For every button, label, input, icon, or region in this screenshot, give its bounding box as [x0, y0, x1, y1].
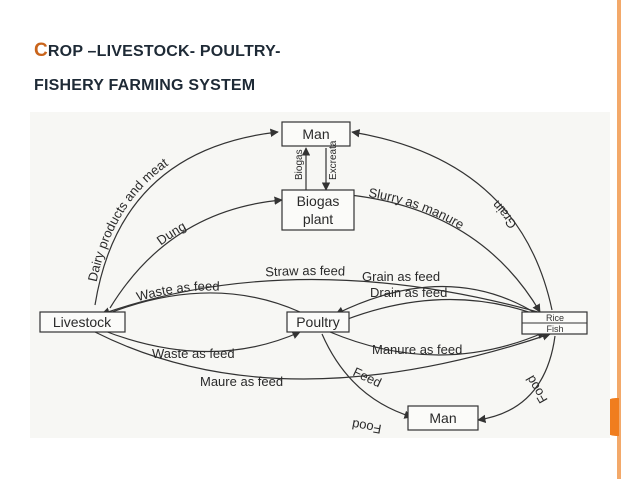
edge-label-excreta: Excreata: [328, 140, 339, 180]
edge-label-grain: Grain: [489, 198, 520, 232]
node-rice-fish: Rice Fish: [521, 311, 588, 335]
connectors: [94, 128, 556, 424]
edge-label-waste-top: Waste as feed: [135, 278, 220, 304]
arrow-poultry-to-ricefish-drain: [344, 298, 546, 321]
node-fish-label: Fish: [546, 324, 563, 334]
edge-label-dairy: Dairy products and meat: [85, 155, 171, 283]
edge-label-feed: Feed: [351, 364, 384, 390]
edge-label-drain-feed: Drain as feed: [370, 285, 447, 300]
node-livestock: Livestock: [39, 311, 126, 333]
slide-title-line-1: CROP –LIVESTOCK- POULTRY-: [34, 34, 454, 69]
arrow-poultry-to-man: [321, 333, 413, 419]
node-man-top-label: Man: [302, 126, 329, 142]
edge-label-waste-top-text: Waste as feed: [135, 278, 220, 304]
edge-label-slurry-text: Slurry as manure: [368, 185, 467, 232]
arrow-livestock-to-man: [94, 128, 279, 306]
node-poultry-label: Poultry: [296, 314, 340, 330]
node-man-top: Man: [281, 121, 351, 147]
arrow-biogas-to-ricefish: [349, 194, 541, 313]
edge-label-manure: Manure as feed: [372, 342, 462, 357]
edge-label-grain-text: Grain: [489, 198, 520, 232]
arrow-grain-to-poultry: [335, 285, 541, 317]
slide-title: CROP –LIVESTOCK- POULTRY- FISHERY FARMIN…: [34, 34, 454, 103]
edge-label-straw-text: Straw as feed: [265, 263, 346, 280]
edge-label-food-right: Food: [523, 373, 551, 406]
node-livestock-label: Livestock: [53, 314, 112, 330]
arrow-livestock-to-biogas: [109, 196, 283, 309]
arrow-straw-to-livestock: [101, 278, 546, 316]
edge-label-maure: Maure as feed: [200, 374, 283, 389]
node-biogas-label-1: Biogas: [297, 193, 340, 209]
title-line-1-text: ROP –LIVESTOCK- POULTRY-: [47, 43, 281, 60]
edge-label-food-left: Food: [351, 417, 383, 437]
arrow-livestock-to-poultry: [101, 329, 301, 353]
arrow-ricefish-to-man: [351, 129, 553, 311]
edge-label-slurry: Slurry as manure: [368, 185, 467, 232]
node-poultry: Poultry: [286, 311, 350, 333]
edge-label-waste-bottom: Waste as feed: [152, 346, 235, 361]
edge-label-dairy-text: Dairy products and meat: [85, 155, 171, 283]
slide-border-decoration: [617, 0, 621, 479]
edge-label-dung: Dung: [154, 218, 189, 248]
node-man-bottom: Man: [407, 405, 479, 431]
node-biogas-label-2: plant: [303, 211, 333, 227]
slide-title-line-2: FISHERY FARMING SYSTEM: [34, 77, 256, 94]
node-biogas-plant: Biogas plant: [281, 189, 355, 231]
node-man-bottom-label: Man: [429, 410, 456, 426]
node-rice-label: Rice: [546, 313, 564, 323]
title-drop-cap: C: [34, 40, 48, 61]
edge-label-dung-text: Dung: [154, 218, 189, 248]
arrow-poultry-to-livestock: [101, 292, 301, 318]
arrow-poultry-to-ricefish-manure: [329, 331, 546, 356]
arrow-ricefish-to-man-food: [477, 335, 556, 424]
arrow-livestock-to-ricefish: [94, 331, 551, 380]
edge-label-straw: Straw as feed: [265, 263, 346, 280]
edge-label-biogas: Biogas: [294, 149, 305, 180]
edge-label-grain-feed-flat: Grain as feed: [362, 269, 440, 284]
